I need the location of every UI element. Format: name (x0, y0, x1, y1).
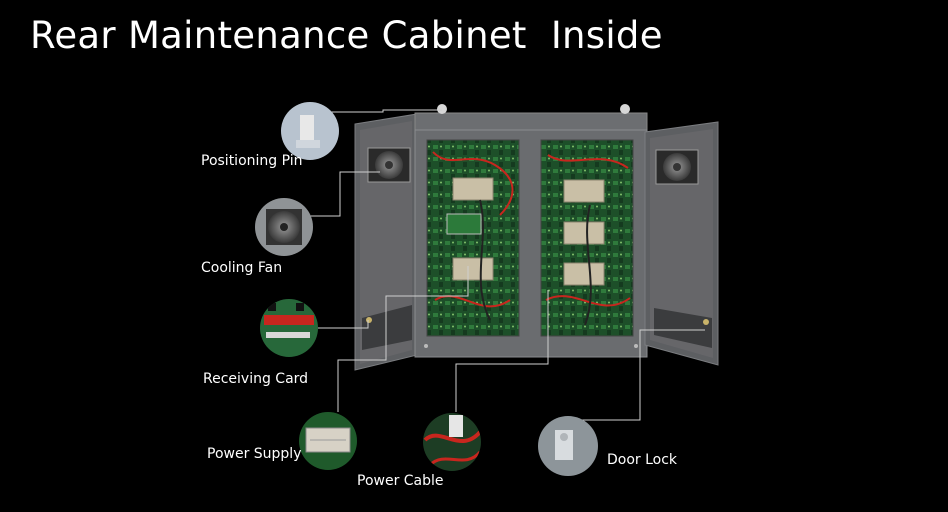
positioning-pin-photo (281, 102, 339, 160)
power-cable-photo (423, 413, 481, 471)
page-title: Rear Maintenance Cabinet Inside (30, 14, 663, 57)
receiving-card-photo (260, 299, 318, 357)
leader-lines (292, 109, 705, 421)
positioning-pin-label: Positioning Pin (201, 153, 303, 169)
cooling-fan-label: Cooling Fan (201, 260, 283, 276)
cabinet-body (414, 104, 648, 358)
receiving-card-label: Receiving Card (203, 371, 309, 387)
right-door (644, 121, 719, 366)
power-cable-label: Power Cable (357, 473, 444, 489)
door-lock-label: Door Lock (607, 452, 678, 468)
power-supply-label: Power Supply (207, 446, 302, 462)
left-door (354, 113, 418, 371)
door-lock-photo (538, 416, 598, 476)
power-supply-photo (299, 412, 357, 470)
cooling-fan-photo (255, 198, 313, 256)
